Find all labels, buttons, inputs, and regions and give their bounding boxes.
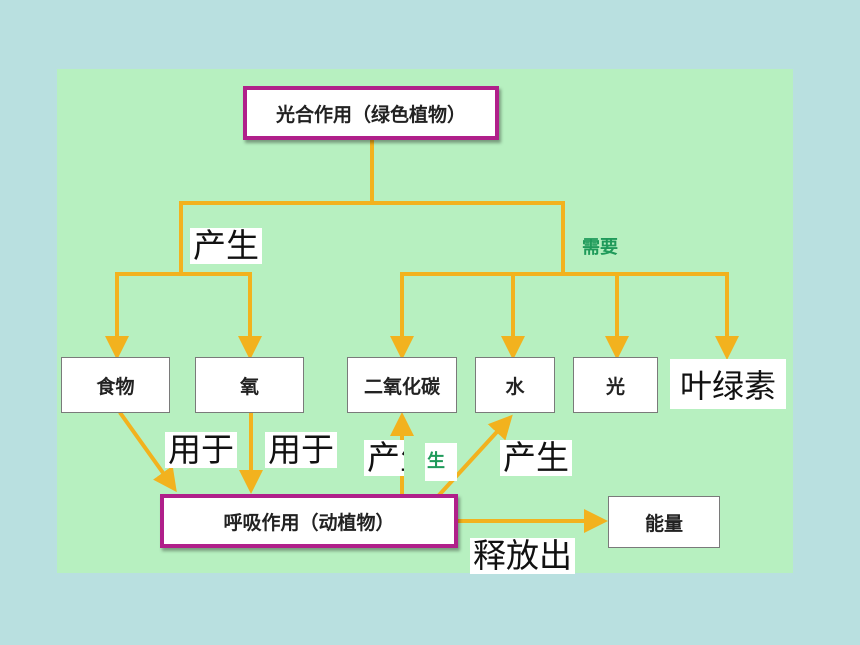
node-water: 水 — [475, 357, 555, 413]
node-energy: 能量 — [608, 496, 720, 548]
node-respiration: 呼吸作用（动植物） — [160, 494, 458, 548]
arrow-food-to-respiration — [118, 411, 177, 493]
node-oxygen: 氧 — [195, 357, 304, 413]
label-produce-right: 产生 — [500, 440, 572, 476]
label-need: 需要 — [582, 237, 618, 258]
diagram-panel — [57, 69, 793, 573]
node-photosynthesis: 光合作用（绿色植物） — [243, 86, 499, 140]
label-used-for-1: 用于 — [165, 432, 237, 468]
label-produce-top: 产生 — [190, 228, 262, 264]
node-light: 光 — [573, 357, 658, 413]
label-release: 释放出 — [470, 538, 575, 574]
node-chlorophyll: 叶绿素 — [670, 359, 786, 409]
label-used-for-2: 用于 — [265, 432, 337, 468]
node-co2: 二氧化碳 — [347, 357, 457, 413]
arrow-respiration-to-water — [437, 414, 513, 497]
label-produce-mid: 产生 — [364, 440, 404, 476]
label-produce-mid-green: 生 — [425, 443, 457, 481]
node-food: 食物 — [61, 357, 170, 413]
